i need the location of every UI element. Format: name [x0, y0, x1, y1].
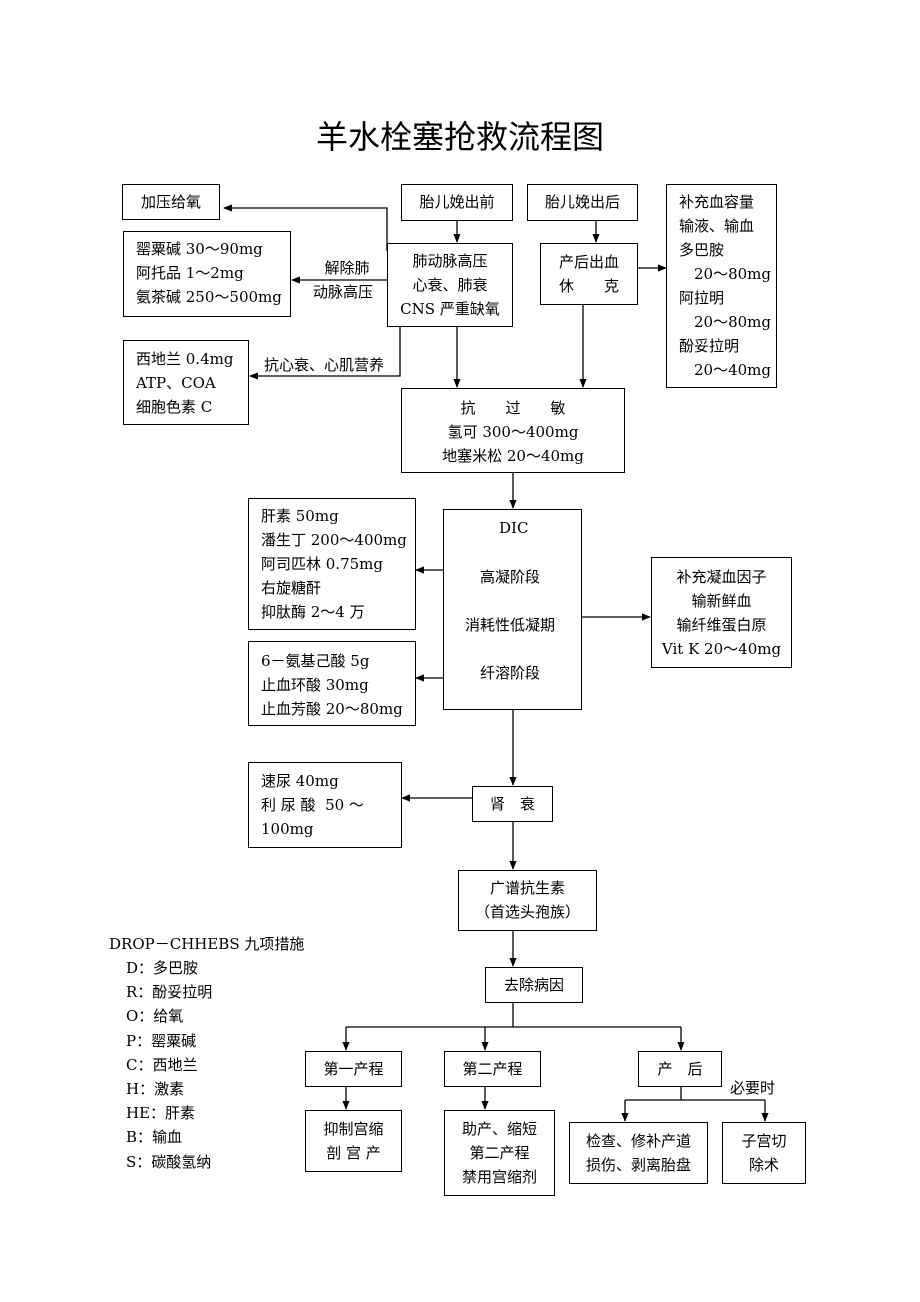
box-postpartum: 产 后 — [638, 1051, 722, 1087]
box-before-birth: 胎儿娩出前 — [401, 184, 513, 221]
box-heart-meds: 西地兰 0.4mg ATP、COA 细胞色素 C — [123, 340, 249, 425]
box-coag-factors: 补充凝血因子 输新鲜血 输纤维蛋白原 Vit K 20～40mg — [651, 557, 792, 668]
box-renal-failure: 肾 衰 — [472, 786, 553, 822]
drop-item: O：给氧 — [126, 1007, 184, 1026]
label-anti-heart-failure: 抗心衰、心肌营养 — [264, 356, 385, 374]
box-stage2: 第二产程 — [444, 1051, 541, 1087]
box-antifibrinolytic: 6－氨基己酸 5g 止血环酸 30mg 止血芳酸 20～80mg — [248, 641, 416, 726]
dic-fibrinolysis: 纤溶阶段 — [480, 664, 541, 682]
box-pph-shock: 产后出血 休 克 — [540, 243, 638, 305]
box-antibiotic: 广谱抗生素 （首选头孢族） — [458, 870, 597, 931]
box-stage1: 第一产程 — [305, 1051, 402, 1087]
box-dic: DIC 高凝阶段 消耗性低凝期 纤溶阶段 — [443, 509, 582, 710]
drop-item: D：多巴胺 — [126, 959, 199, 977]
box-after-birth: 胎儿娩出后 — [527, 184, 638, 221]
dic-title: DIC — [499, 519, 529, 537]
drop-item: H：激素 — [126, 1080, 185, 1099]
drop-item: HE：肝素 — [126, 1104, 196, 1123]
box-stage1-actions: 抑制宫缩 剖 宫 产 — [305, 1110, 402, 1172]
drop-item: B：输血 — [126, 1128, 183, 1147]
drop-title: DROP－CHHEBS 九项措施 — [109, 935, 305, 953]
box-heparin: 肝素 50mg 潘生丁 200～400mg 阿司匹林 0.75mg 右旋糖酐 抑… — [248, 498, 416, 630]
label-if-necessary: 必要时 — [730, 1079, 776, 1097]
arrow-to-heart-meds — [249, 327, 401, 380]
dic-hypercoagulable: 高凝阶段 — [480, 568, 541, 586]
box-pulm-meds: 罂粟碱 30～90mg 阿托品 1～2mg 氨茶碱 250～500mg — [123, 231, 291, 317]
drop-list: D：多巴胺 R：酚妥拉明 O：给氧 P：罂粟碱 C：西地兰 H：激素 HE：肝素… — [126, 956, 212, 1174]
box-oxygen: 加压给氧 — [122, 184, 220, 220]
drop-item: C：西地兰 — [126, 1055, 198, 1074]
drop-item: R：酚妥拉明 — [126, 983, 213, 1002]
box-diuretic: 速尿 40mg 利 尿 酸 50 ～ 100mg — [248, 762, 402, 848]
arrow-pulm-to-oxygen — [223, 204, 388, 251]
box-anti-allergy: 抗 过 敏 氢可 300～400mg 地塞米松 20～40mg — [401, 388, 625, 473]
box-volume: 补充血容量 输液、输血 多巴胺 20～80mg 阿拉明 20～80mg 酚妥拉明… — [666, 184, 777, 388]
box-stage2-actions: 助产、缩短 第二产程 禁用宫缩剂 — [444, 1110, 555, 1196]
drop-item: P：罂粟碱 — [126, 1031, 197, 1050]
box-hysterectomy: 子宫切 除术 — [722, 1122, 806, 1184]
dic-consumptive: 消耗性低凝期 — [465, 616, 556, 634]
drop-item: S：碳酸氢纳 — [126, 1152, 212, 1171]
label-relieve-pulm: 解除肺 动脉高压 — [313, 259, 374, 301]
box-remove-cause: 去除病因 — [485, 967, 583, 1003]
page-title: 羊水栓塞抢救流程图 — [315, 118, 604, 156]
box-pulm-hypertension: 肺动脉高压 心衰、肺衰 CNS 严重缺氧 — [387, 243, 513, 327]
box-postpartum-actions: 检查、修补产道 损伤、剥离胎盘 — [569, 1122, 708, 1184]
